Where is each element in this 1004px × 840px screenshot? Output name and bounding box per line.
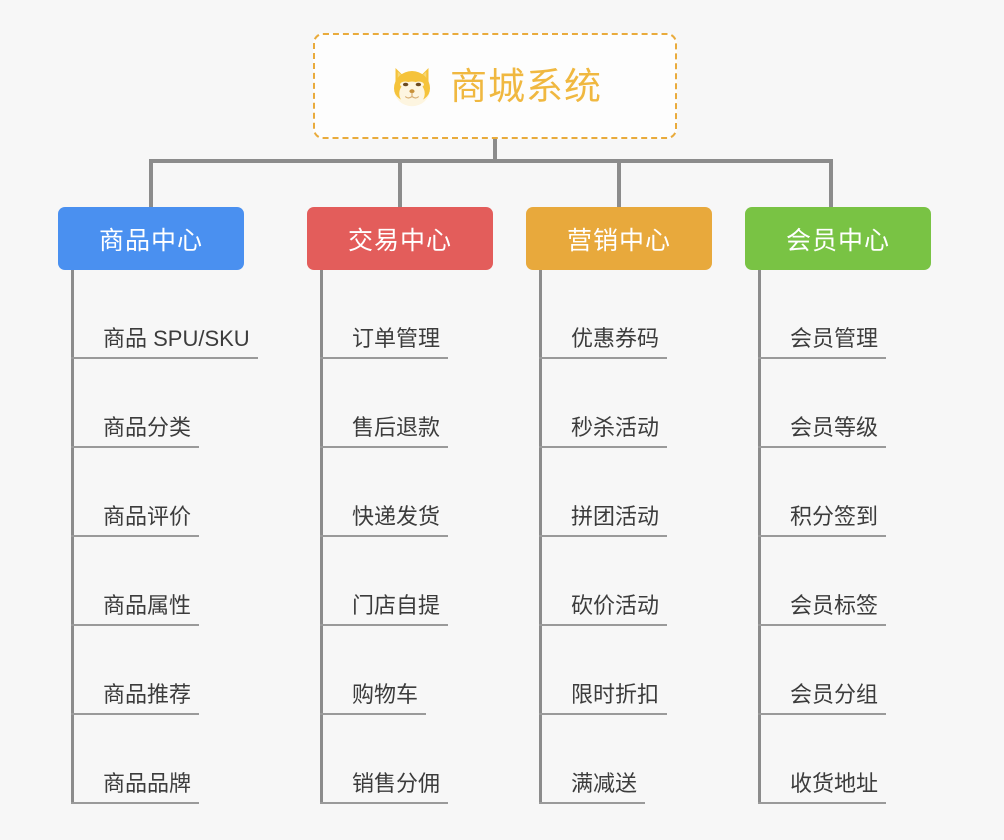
list-item[interactable]: 商品 SPU/SKU <box>71 270 258 359</box>
list-item[interactable]: 满减送 <box>539 715 667 804</box>
list-item[interactable]: 门店自提 <box>320 537 449 626</box>
branch-header-label: 商品中心 <box>98 226 203 255</box>
root-node-title: 商城系统 <box>450 65 602 107</box>
root-node-shop-system[interactable]: 商城系统 <box>313 33 677 139</box>
leaf-label: 订单管理 <box>320 326 449 359</box>
connector-drop-trade-center <box>398 159 402 208</box>
branch-spine <box>320 270 323 804</box>
list-item[interactable]: 拼团活动 <box>539 448 668 537</box>
connector-drop-marketing-center <box>617 159 621 208</box>
branch-header-member-center[interactable]: 会员中心 <box>745 207 931 270</box>
leaf-label: 优惠券码 <box>539 326 668 359</box>
leaf-list-member-center: 会员管理 会员等级 积分签到 会员标签 会员分组 收货地址 <box>758 270 887 804</box>
leaf-label: 商品品牌 <box>71 771 200 804</box>
shiba-dog-face-icon <box>388 62 436 110</box>
list-item[interactable]: 积分签到 <box>758 448 887 537</box>
leaf-label: 会员等级 <box>758 415 887 448</box>
connector-horizontal-bus <box>149 159 833 163</box>
list-item[interactable]: 快递发货 <box>320 448 449 537</box>
leaf-label: 会员标签 <box>758 593 887 626</box>
leaf-label: 拼团活动 <box>539 504 668 537</box>
leaf-label: 收货地址 <box>758 771 887 804</box>
list-item[interactable]: 购物车 <box>320 626 448 715</box>
list-item[interactable]: 秒杀活动 <box>539 359 668 448</box>
leaf-label: 会员分组 <box>758 682 887 715</box>
list-item[interactable]: 订单管理 <box>320 270 449 359</box>
list-item[interactable]: 会员管理 <box>758 270 887 359</box>
leaf-list-product-center: 商品 SPU/SKU 商品分类 商品评价 商品属性 商品推荐 商品品牌 <box>71 270 258 804</box>
leaf-label: 会员管理 <box>758 326 887 359</box>
branch-spine <box>758 270 761 804</box>
list-item[interactable]: 销售分佣 <box>320 715 449 804</box>
list-item[interactable]: 会员分组 <box>758 626 887 715</box>
leaf-label: 秒杀活动 <box>539 415 668 448</box>
leaf-label: 购物车 <box>320 682 427 715</box>
list-item[interactable]: 限时折扣 <box>539 626 668 715</box>
leaf-label: 售后退款 <box>320 415 449 448</box>
branch-header-label: 交易中心 <box>347 226 452 255</box>
connector-root-stem <box>493 139 497 162</box>
branch-header-trade-center[interactable]: 交易中心 <box>307 207 493 270</box>
leaf-label: 积分签到 <box>758 504 887 537</box>
leaf-label: 快递发货 <box>320 504 449 537</box>
leaf-label: 满减送 <box>539 771 646 804</box>
leaf-label: 商品推荐 <box>71 682 200 715</box>
list-item[interactable]: 优惠券码 <box>539 270 668 359</box>
leaf-label: 限时折扣 <box>539 682 668 715</box>
branch-spine <box>71 270 74 804</box>
leaf-list-marketing-center: 优惠券码 秒杀活动 拼团活动 砍价活动 限时折扣 满减送 <box>539 270 668 804</box>
leaf-label: 门店自提 <box>320 593 449 626</box>
list-item[interactable]: 商品属性 <box>71 537 258 626</box>
list-item[interactable]: 砍价活动 <box>539 537 668 626</box>
list-item[interactable]: 商品推荐 <box>71 626 258 715</box>
leaf-label: 砍价活动 <box>539 593 668 626</box>
branch-spine <box>539 270 542 804</box>
branch-header-marketing-center[interactable]: 营销中心 <box>526 207 712 270</box>
connector-drop-product-center <box>149 159 153 208</box>
list-item[interactable]: 售后退款 <box>320 359 449 448</box>
leaf-label: 商品 SPU/SKU <box>71 326 258 359</box>
list-item[interactable]: 会员标签 <box>758 537 887 626</box>
branch-header-product-center[interactable]: 商品中心 <box>58 207 244 270</box>
list-item[interactable]: 会员等级 <box>758 359 887 448</box>
branch-header-label: 营销中心 <box>566 226 671 255</box>
list-item[interactable]: 收货地址 <box>758 715 887 804</box>
leaf-label: 商品属性 <box>71 593 200 626</box>
leaf-label: 商品分类 <box>71 415 200 448</box>
list-item[interactable]: 商品分类 <box>71 359 258 448</box>
leaf-list-trade-center: 订单管理 售后退款 快递发货 门店自提 购物车 销售分佣 <box>320 270 449 804</box>
list-item[interactable]: 商品评价 <box>71 448 258 537</box>
connector-drop-member-center <box>829 159 833 208</box>
leaf-label: 商品评价 <box>71 504 200 537</box>
list-item[interactable]: 商品品牌 <box>71 715 258 804</box>
branch-header-label: 会员中心 <box>785 226 890 255</box>
leaf-label: 销售分佣 <box>320 771 449 804</box>
